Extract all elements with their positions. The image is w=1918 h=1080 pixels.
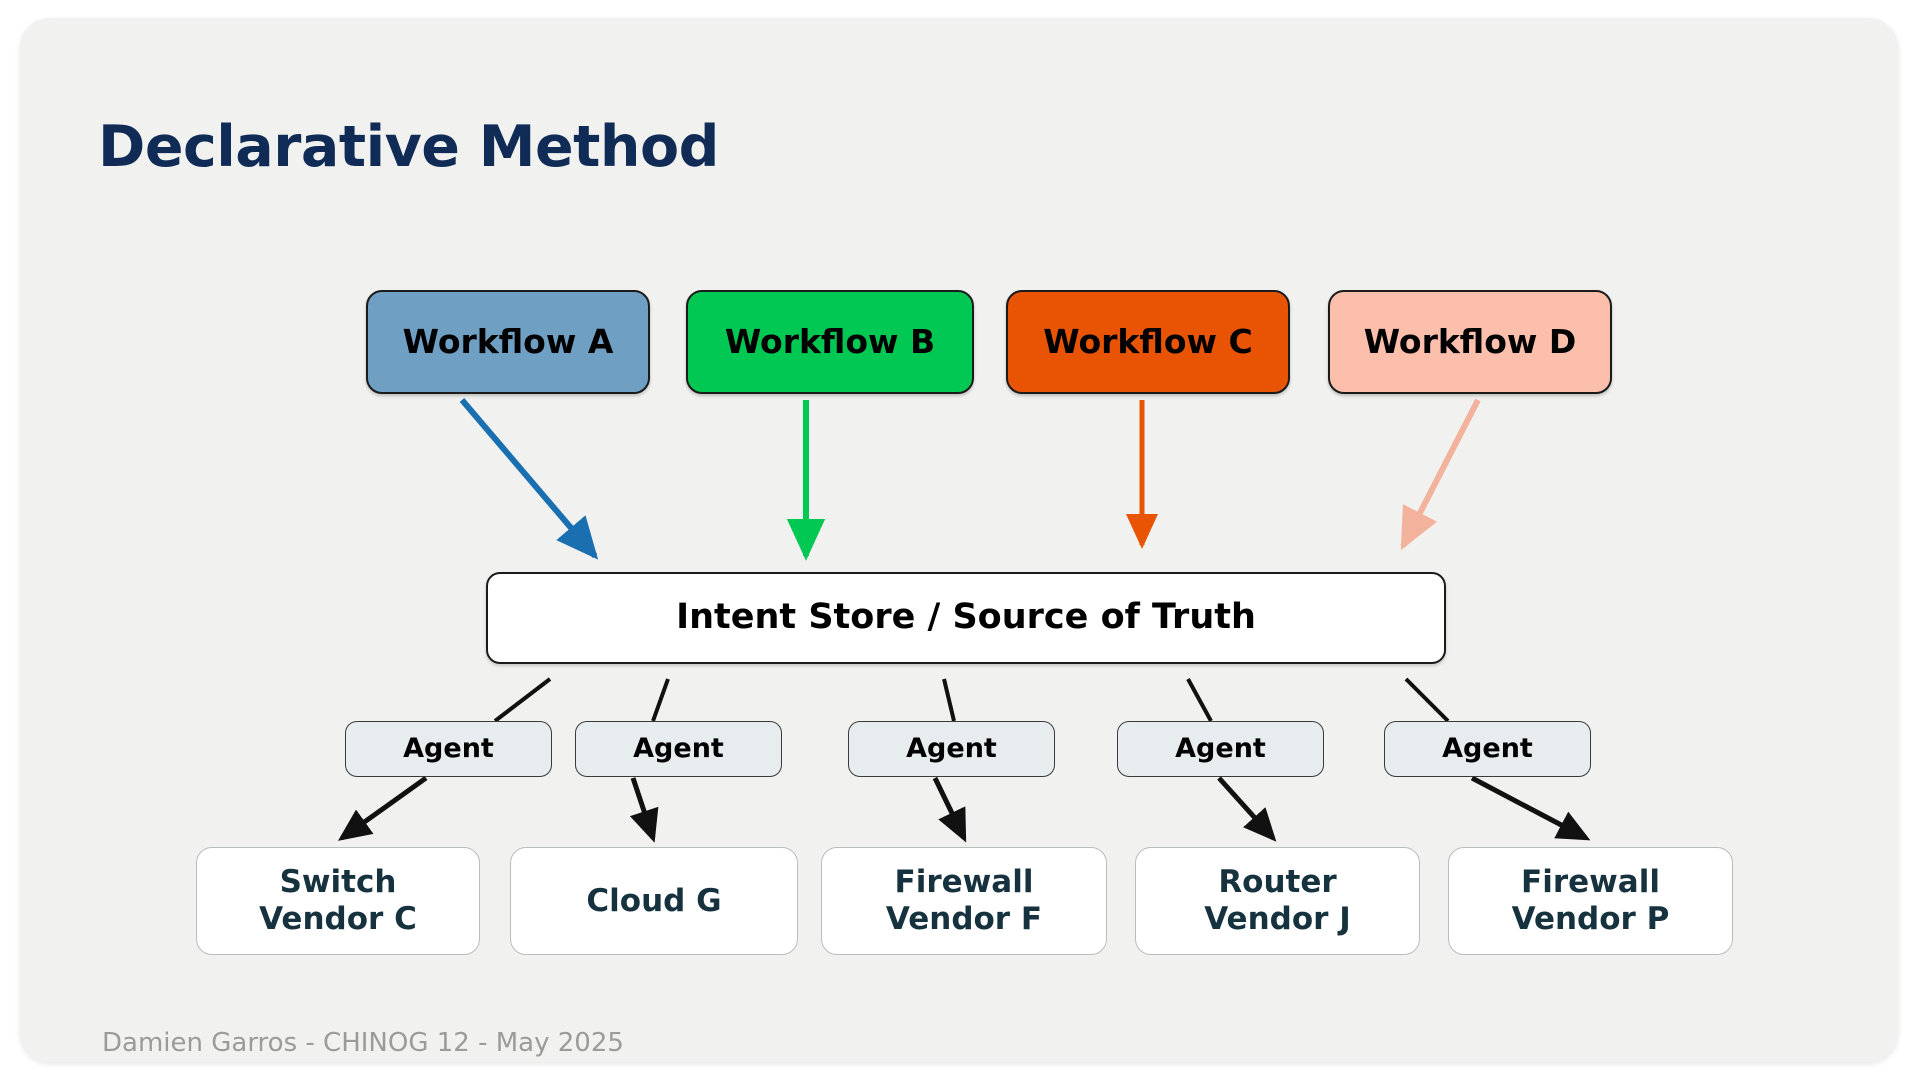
device-line-2: Vendor C bbox=[259, 901, 417, 937]
arrow-agent-device-1 bbox=[337, 775, 428, 841]
slide-card: Declarative Method bbox=[20, 18, 1898, 1062]
workflow-box-b[interactable]: Workflow B bbox=[686, 290, 974, 394]
device-box-switch-vendor-c[interactable]: Switch Vendor C bbox=[196, 847, 480, 955]
workflow-box-a[interactable]: Workflow A bbox=[366, 290, 650, 394]
agent-label: Agent bbox=[1175, 733, 1266, 765]
device-line-2: Vendor J bbox=[1204, 901, 1351, 937]
workflow-label: Workflow A bbox=[402, 321, 614, 361]
device-box-firewall-vendor-f[interactable]: Firewall Vendor F bbox=[821, 847, 1107, 955]
footer-attribution: Damien Garros - CHINOG 12 - May 2025 bbox=[102, 1028, 624, 1058]
workflow-box-d[interactable]: Workflow D bbox=[1328, 290, 1612, 394]
device-line-1: Firewall bbox=[1521, 864, 1660, 901]
page-title: Declarative Method bbox=[98, 114, 719, 180]
arrow-agent-device-4 bbox=[1217, 776, 1277, 842]
arrow-workflow-d bbox=[1400, 398, 1481, 551]
arrow-agent-device-3 bbox=[932, 776, 967, 843]
device-line-2: Vendor F bbox=[885, 901, 1043, 937]
agent-box-4[interactable]: Agent bbox=[1117, 721, 1324, 777]
connector-intent-agent-1 bbox=[493, 677, 552, 723]
workflow-label: Workflow B bbox=[724, 321, 936, 361]
agent-box-1[interactable]: Agent bbox=[345, 721, 552, 777]
connector-intent-agent-5 bbox=[1404, 677, 1450, 723]
arrow-workflow-a bbox=[459, 398, 599, 560]
agent-label: Agent bbox=[906, 733, 997, 765]
workflow-label: Workflow C bbox=[1043, 321, 1253, 361]
device-box-cloud-g[interactable]: Cloud G bbox=[510, 847, 798, 955]
device-box-firewall-vendor-p[interactable]: Firewall Vendor P bbox=[1448, 847, 1733, 955]
device-line-1: Firewall bbox=[894, 864, 1034, 901]
agent-label: Agent bbox=[403, 733, 494, 765]
connector-intent-agent-4 bbox=[1186, 678, 1213, 722]
agent-box-3[interactable]: Agent bbox=[848, 721, 1055, 777]
agent-label: Agent bbox=[1442, 733, 1533, 765]
device-line-1: Cloud G bbox=[586, 882, 722, 919]
device-box-router-vendor-j[interactable]: Router Vendor J bbox=[1135, 847, 1420, 955]
agent-label: Agent bbox=[633, 733, 724, 765]
arrow-agent-device-2 bbox=[629, 777, 659, 843]
workflow-box-c[interactable]: Workflow C bbox=[1006, 290, 1290, 394]
agent-box-5[interactable]: Agent bbox=[1384, 721, 1591, 777]
intent-store-box[interactable]: Intent Store / Source of Truth bbox=[486, 572, 1446, 664]
connector-intent-agent-3 bbox=[942, 678, 956, 722]
intent-store-label: Intent Store / Source of Truth bbox=[676, 597, 1256, 638]
workflow-label: Workflow D bbox=[1363, 321, 1577, 361]
device-line-2: Vendor P bbox=[1511, 901, 1670, 937]
connector-intent-agent-2 bbox=[651, 678, 670, 722]
arrow-agent-device-5 bbox=[1470, 775, 1591, 841]
device-line-1: Router bbox=[1218, 864, 1337, 901]
agent-box-2[interactable]: Agent bbox=[575, 721, 782, 777]
device-line-1: Switch bbox=[279, 864, 397, 901]
